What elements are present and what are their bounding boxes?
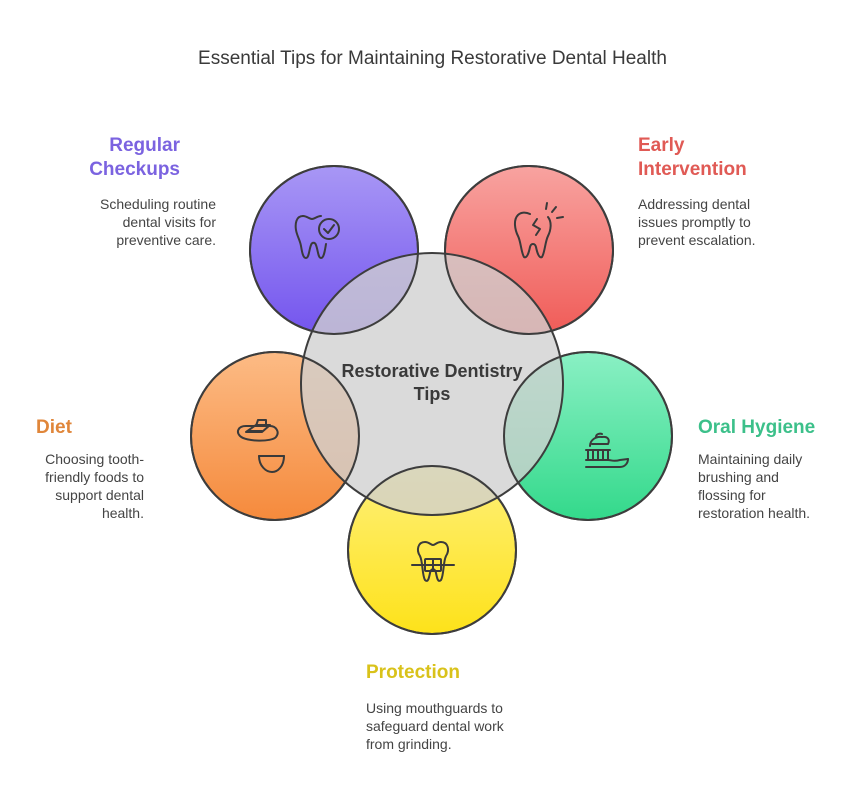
heading-oral-hygiene: Oral Hygiene (698, 417, 816, 438)
heading-diet: Diet (36, 417, 72, 438)
desc-oral-hygiene: Maintaining daily brushing and flossing … (698, 451, 811, 521)
desc-diet: Choosing tooth-friendly foods to support… (45, 451, 144, 521)
food-bowl-icon (237, 419, 285, 473)
diagram-title: Essential Tips for Maintaining Restorati… (198, 48, 667, 69)
desc-regular-checkups: Scheduling routine dental visits for pre… (100, 196, 216, 248)
tooth-braces-icon (411, 541, 455, 582)
tooth-check-icon (294, 215, 340, 259)
toothbrush-icon (585, 432, 629, 468)
desc-early-intervention: Addressing dental issues promptly to pre… (638, 196, 756, 248)
center-circle (300, 252, 564, 516)
heading-early-intervention: Early Intervention (638, 135, 747, 180)
tooth-pain-icon (514, 202, 564, 259)
center-label: Restorative Dentistry Tips (341, 361, 523, 404)
desc-protection: Using mouthguards to safeguard dental wo… (366, 700, 504, 752)
heading-protection: Protection (366, 662, 460, 683)
heading-regular-checkups: Regular Checkups (89, 135, 180, 180)
